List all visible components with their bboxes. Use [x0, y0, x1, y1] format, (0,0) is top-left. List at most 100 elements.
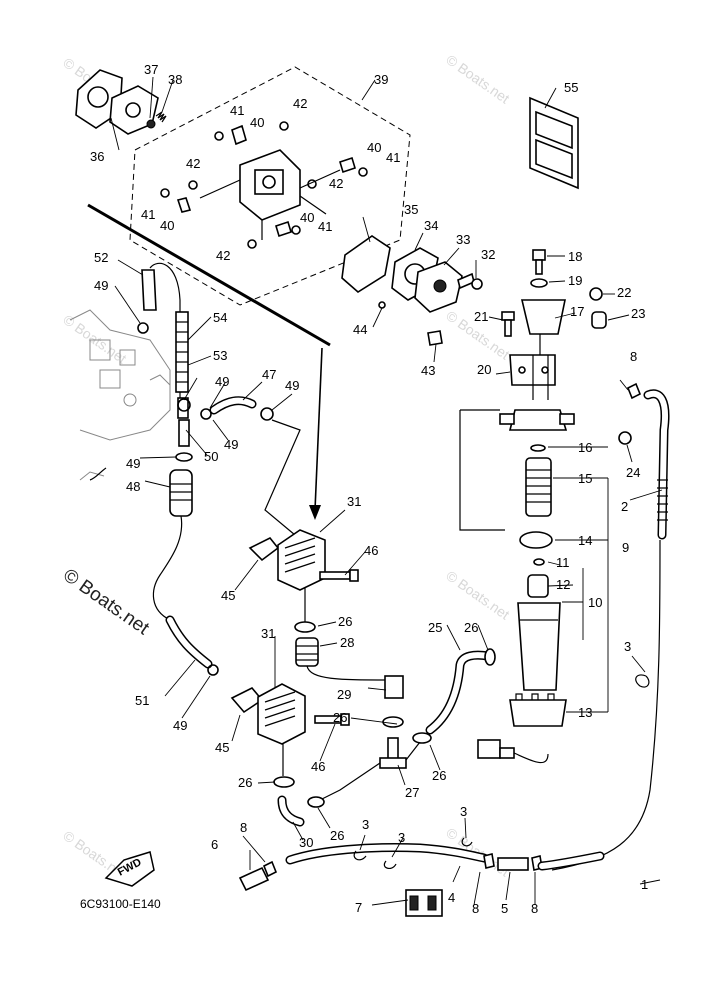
- callout-40: 40: [160, 218, 174, 233]
- callout-12: 12: [556, 577, 570, 592]
- part-49-clip-e: [207, 664, 219, 676]
- fwd-arrow-shape: [104, 851, 155, 887]
- part-8-clip-right: [626, 382, 642, 400]
- part-18-bolt-shank: [535, 259, 543, 275]
- washer-40b: [176, 197, 192, 213]
- callout-35: 35: [404, 202, 418, 217]
- part-21-bolt-shank: [504, 319, 512, 337]
- fuel-line-left: [89, 262, 301, 676]
- part-31-pump-body-lower: [257, 683, 306, 745]
- callout-26: 26: [330, 828, 344, 843]
- filter-head-outlet: [559, 413, 575, 425]
- part-21-bolt-head: [501, 311, 515, 321]
- part-3-clips-lower: [353, 837, 473, 870]
- part-18-bolt-head: [532, 249, 546, 261]
- part-13-ring-nut: [509, 699, 567, 727]
- callout-8: 8: [472, 901, 479, 916]
- part-19-washer: [530, 278, 548, 288]
- fuel-line-to-pump: [264, 419, 301, 536]
- callout-49: 49: [285, 378, 299, 393]
- callout-42: 42: [329, 176, 343, 191]
- nut-42c: [307, 179, 317, 189]
- callout-13: 13: [578, 705, 592, 720]
- callout-6: 6: [211, 837, 218, 852]
- part-49-clip-c: [260, 407, 274, 421]
- callout-3: 3: [460, 804, 467, 819]
- callout-17: 17: [570, 304, 584, 319]
- callout-8: 8: [531, 901, 538, 916]
- part-3-clip-right: [635, 674, 650, 688]
- callout-51: 51: [135, 693, 149, 708]
- filter-head-inlet: [499, 413, 515, 425]
- callout-43: 43: [421, 363, 435, 378]
- callout-26: 26: [432, 768, 446, 783]
- part-38-spring: [155, 111, 167, 123]
- washer-40c: [339, 156, 356, 174]
- connector-wire: [513, 752, 549, 764]
- part-29-hose: [384, 675, 404, 699]
- filter-bracket-lines: [532, 334, 549, 400]
- callout-41: 41: [318, 219, 332, 234]
- part-8-clip-left: [262, 860, 278, 878]
- part-26-clamp-e: [412, 732, 432, 744]
- callout-4: 4: [448, 890, 455, 905]
- callout-26: 26: [338, 614, 352, 629]
- callout-10: 10: [588, 595, 602, 610]
- part-49-clip-d: [175, 452, 193, 462]
- part-28-ribs: [296, 645, 318, 661]
- fwd-direction-marker: FWD: [104, 851, 155, 887]
- diagram-code: 6C93100-E140: [80, 897, 161, 911]
- callout-49: 49: [173, 718, 187, 733]
- fuel-hose-right: [551, 382, 670, 871]
- callout-21: 21: [474, 309, 488, 324]
- part-16-oring: [530, 444, 546, 452]
- part-7-cell-b: [427, 895, 437, 911]
- callout-41: 41: [230, 103, 244, 118]
- callout-8: 8: [630, 349, 637, 364]
- watermark-text: © Boats.net: [443, 51, 512, 106]
- pump-body-face: [254, 169, 284, 195]
- part-37-check-ball: [146, 119, 156, 129]
- label-panel-bottom: [535, 138, 573, 180]
- engine-block-outline: [69, 309, 171, 481]
- callout-18: 18: [568, 249, 582, 264]
- subassembly-39-boundary: [129, 66, 411, 306]
- part-15-element: [525, 457, 552, 517]
- part-53-clip: [177, 398, 191, 412]
- callout-7: 7: [355, 900, 362, 915]
- callout-47: 47: [262, 367, 276, 382]
- part-10-cup: [517, 602, 561, 691]
- part-22-grommet: [589, 287, 603, 301]
- lower-fuel-line: [238, 837, 605, 917]
- part-28-hose: [295, 637, 319, 667]
- part-52-line: [149, 262, 181, 400]
- callout-14: 14: [578, 533, 592, 548]
- label-tag: [529, 96, 579, 190]
- callout-8: 8: [240, 820, 247, 835]
- callout-1: 1: [641, 877, 648, 892]
- callout-45: 45: [221, 588, 235, 603]
- callout-33: 33: [456, 232, 470, 247]
- callout-26: 26: [333, 710, 347, 725]
- connector-body: [477, 739, 501, 759]
- screw-41d: [291, 225, 301, 235]
- part-6-joint: [238, 866, 270, 892]
- label-panel-top: [535, 110, 573, 150]
- upper-clamps-and-hose: [294, 621, 404, 699]
- callout-42: 42: [216, 248, 230, 263]
- callout-49: 49: [126, 456, 140, 471]
- leader-lines: [110, 76, 663, 906]
- fuel-pump-lower: [230, 683, 350, 827]
- part-43-pin: [427, 330, 443, 346]
- part-26-clamp-c: [382, 716, 404, 728]
- callout-55: 55: [564, 80, 578, 95]
- ring-nut-teeth: [515, 693, 555, 700]
- callout-37: 37: [144, 62, 158, 77]
- callout-20: 20: [477, 362, 491, 377]
- callout-26: 26: [238, 775, 252, 790]
- nut-42a: [279, 121, 289, 131]
- callout-22: 22: [617, 285, 631, 300]
- electrical-connector: [477, 739, 549, 764]
- section-divider-line: [87, 203, 331, 347]
- part-48-ribs: [170, 483, 192, 501]
